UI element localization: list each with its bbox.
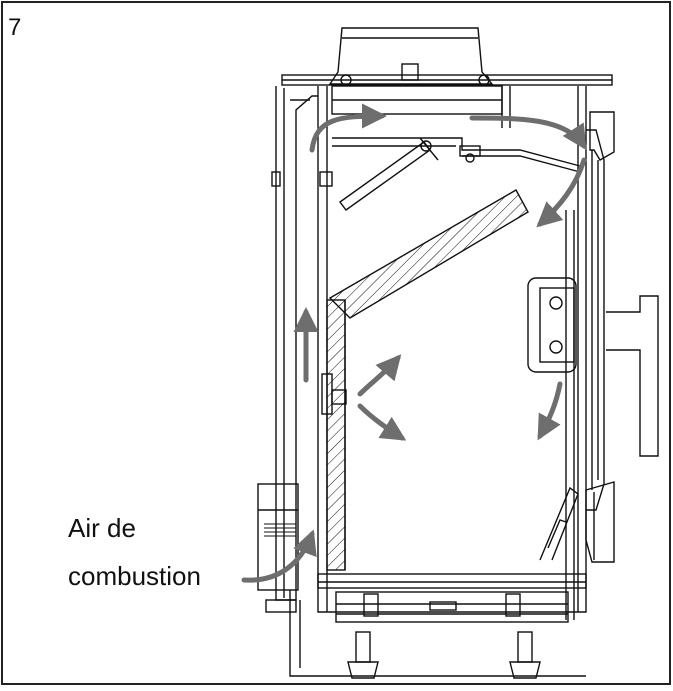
latch-bolt-bottom — [549, 340, 563, 354]
figure-number: 7 — [8, 14, 22, 41]
left-firebrick — [326, 299, 346, 571]
stove-body — [317, 86, 587, 613]
arrow-down-into-chamber — [536, 157, 587, 228]
arrow-combustion-air — [241, 529, 317, 583]
door-glass — [586, 129, 605, 511]
rear-panel — [275, 86, 318, 601]
ash-pan — [335, 591, 569, 623]
air-label-line1: Air de — [68, 513, 136, 543]
leg-left — [347, 631, 379, 679]
arrow-top-across — [469, 115, 587, 151]
air-label-line2: combustion — [68, 561, 201, 591]
deflector-plate — [339, 141, 431, 211]
arrow-chamber-down — [357, 403, 407, 441]
door-handle — [606, 295, 659, 457]
ash-grate — [539, 486, 579, 561]
door-latch — [527, 277, 577, 373]
airflow-arrows — [241, 103, 587, 583]
leg-right — [509, 631, 541, 679]
arrow-top-in — [309, 103, 387, 153]
arrow-door-down — [537, 381, 563, 441]
latch-bolt-top — [549, 296, 563, 310]
top-handle — [328, 27, 494, 85]
arrow-chamber-up — [357, 354, 402, 397]
base-plate — [317, 573, 587, 589]
stove-drawing — [257, 27, 659, 679]
baffle-brick — [328, 189, 529, 319]
